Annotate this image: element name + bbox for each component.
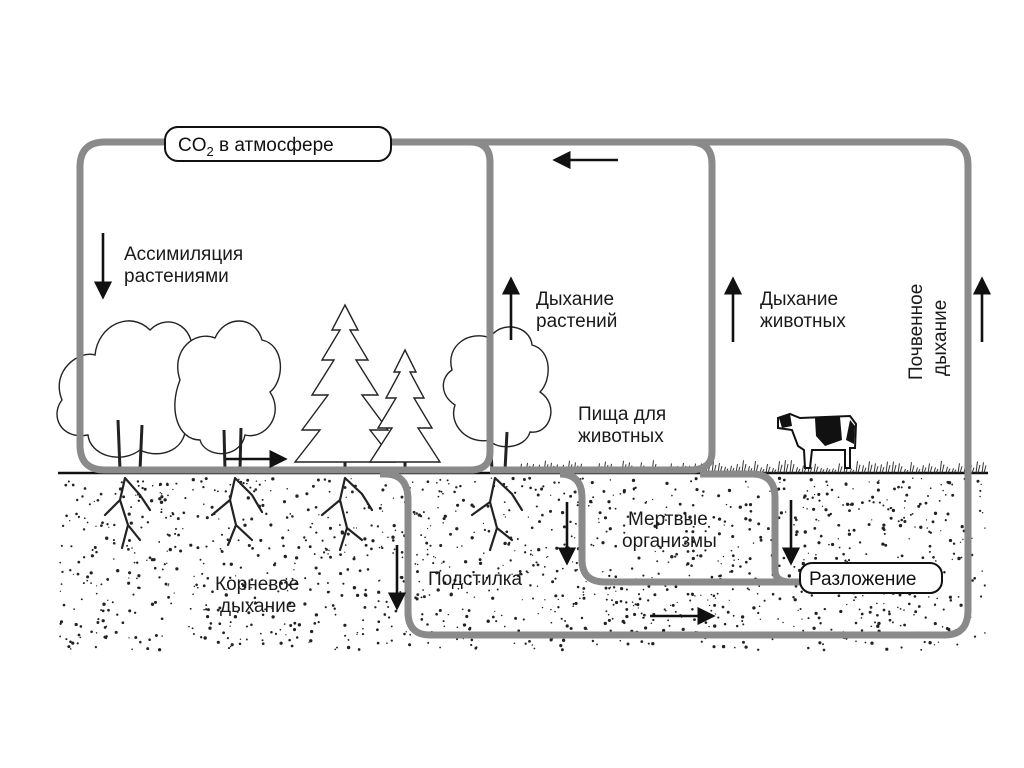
co2-label: CO bbox=[178, 135, 207, 156]
atmosphere-suffix: в атмосфере bbox=[214, 135, 334, 156]
food-for-animals-label: Пища для животных bbox=[578, 404, 672, 447]
conifer-tree-icon bbox=[368, 348, 442, 470]
plant-respiration-label: Дыхание растений bbox=[536, 289, 619, 332]
assimilation-loop bbox=[76, 138, 494, 474]
co2-subscript: 2 bbox=[207, 144, 214, 159]
dead-organisms-loop bbox=[559, 470, 800, 586]
root-respiration-label: Корневое дыхание bbox=[215, 574, 305, 617]
conifer-tree-icon bbox=[293, 303, 397, 470]
outer-soil-loop bbox=[380, 138, 972, 639]
roots bbox=[103, 476, 524, 552]
svg-text:CO2 в атмосфере: CO2 в атмосфере bbox=[178, 135, 334, 159]
trees bbox=[56, 303, 552, 471]
co2-atmosphere-badge: CO2 в атмосфере bbox=[164, 126, 392, 162]
deciduous-tree-icon bbox=[174, 320, 282, 471]
animal-respiration-label: Дыхание животных bbox=[760, 289, 846, 332]
flow-arrows bbox=[93, 150, 992, 626]
decomposition-label: Разложение bbox=[809, 569, 917, 590]
soil-respiration-label: Почвенное дыхание bbox=[906, 278, 951, 380]
assimilation-label: Ассимиляция растениями bbox=[124, 244, 248, 287]
litter-label: Подстилка bbox=[428, 569, 523, 590]
animal-to-decay-loop bbox=[700, 470, 791, 586]
dead-organisms-label: Мертвые организмы bbox=[622, 509, 717, 552]
deciduous-tree-icon bbox=[442, 326, 552, 471]
labels: Ассимиляция растениями Дыхание растений … bbox=[124, 244, 951, 617]
cow-icon bbox=[777, 412, 858, 469]
carbon-flow-loops bbox=[76, 138, 972, 639]
decomposition-badge: Разложение bbox=[799, 562, 943, 594]
